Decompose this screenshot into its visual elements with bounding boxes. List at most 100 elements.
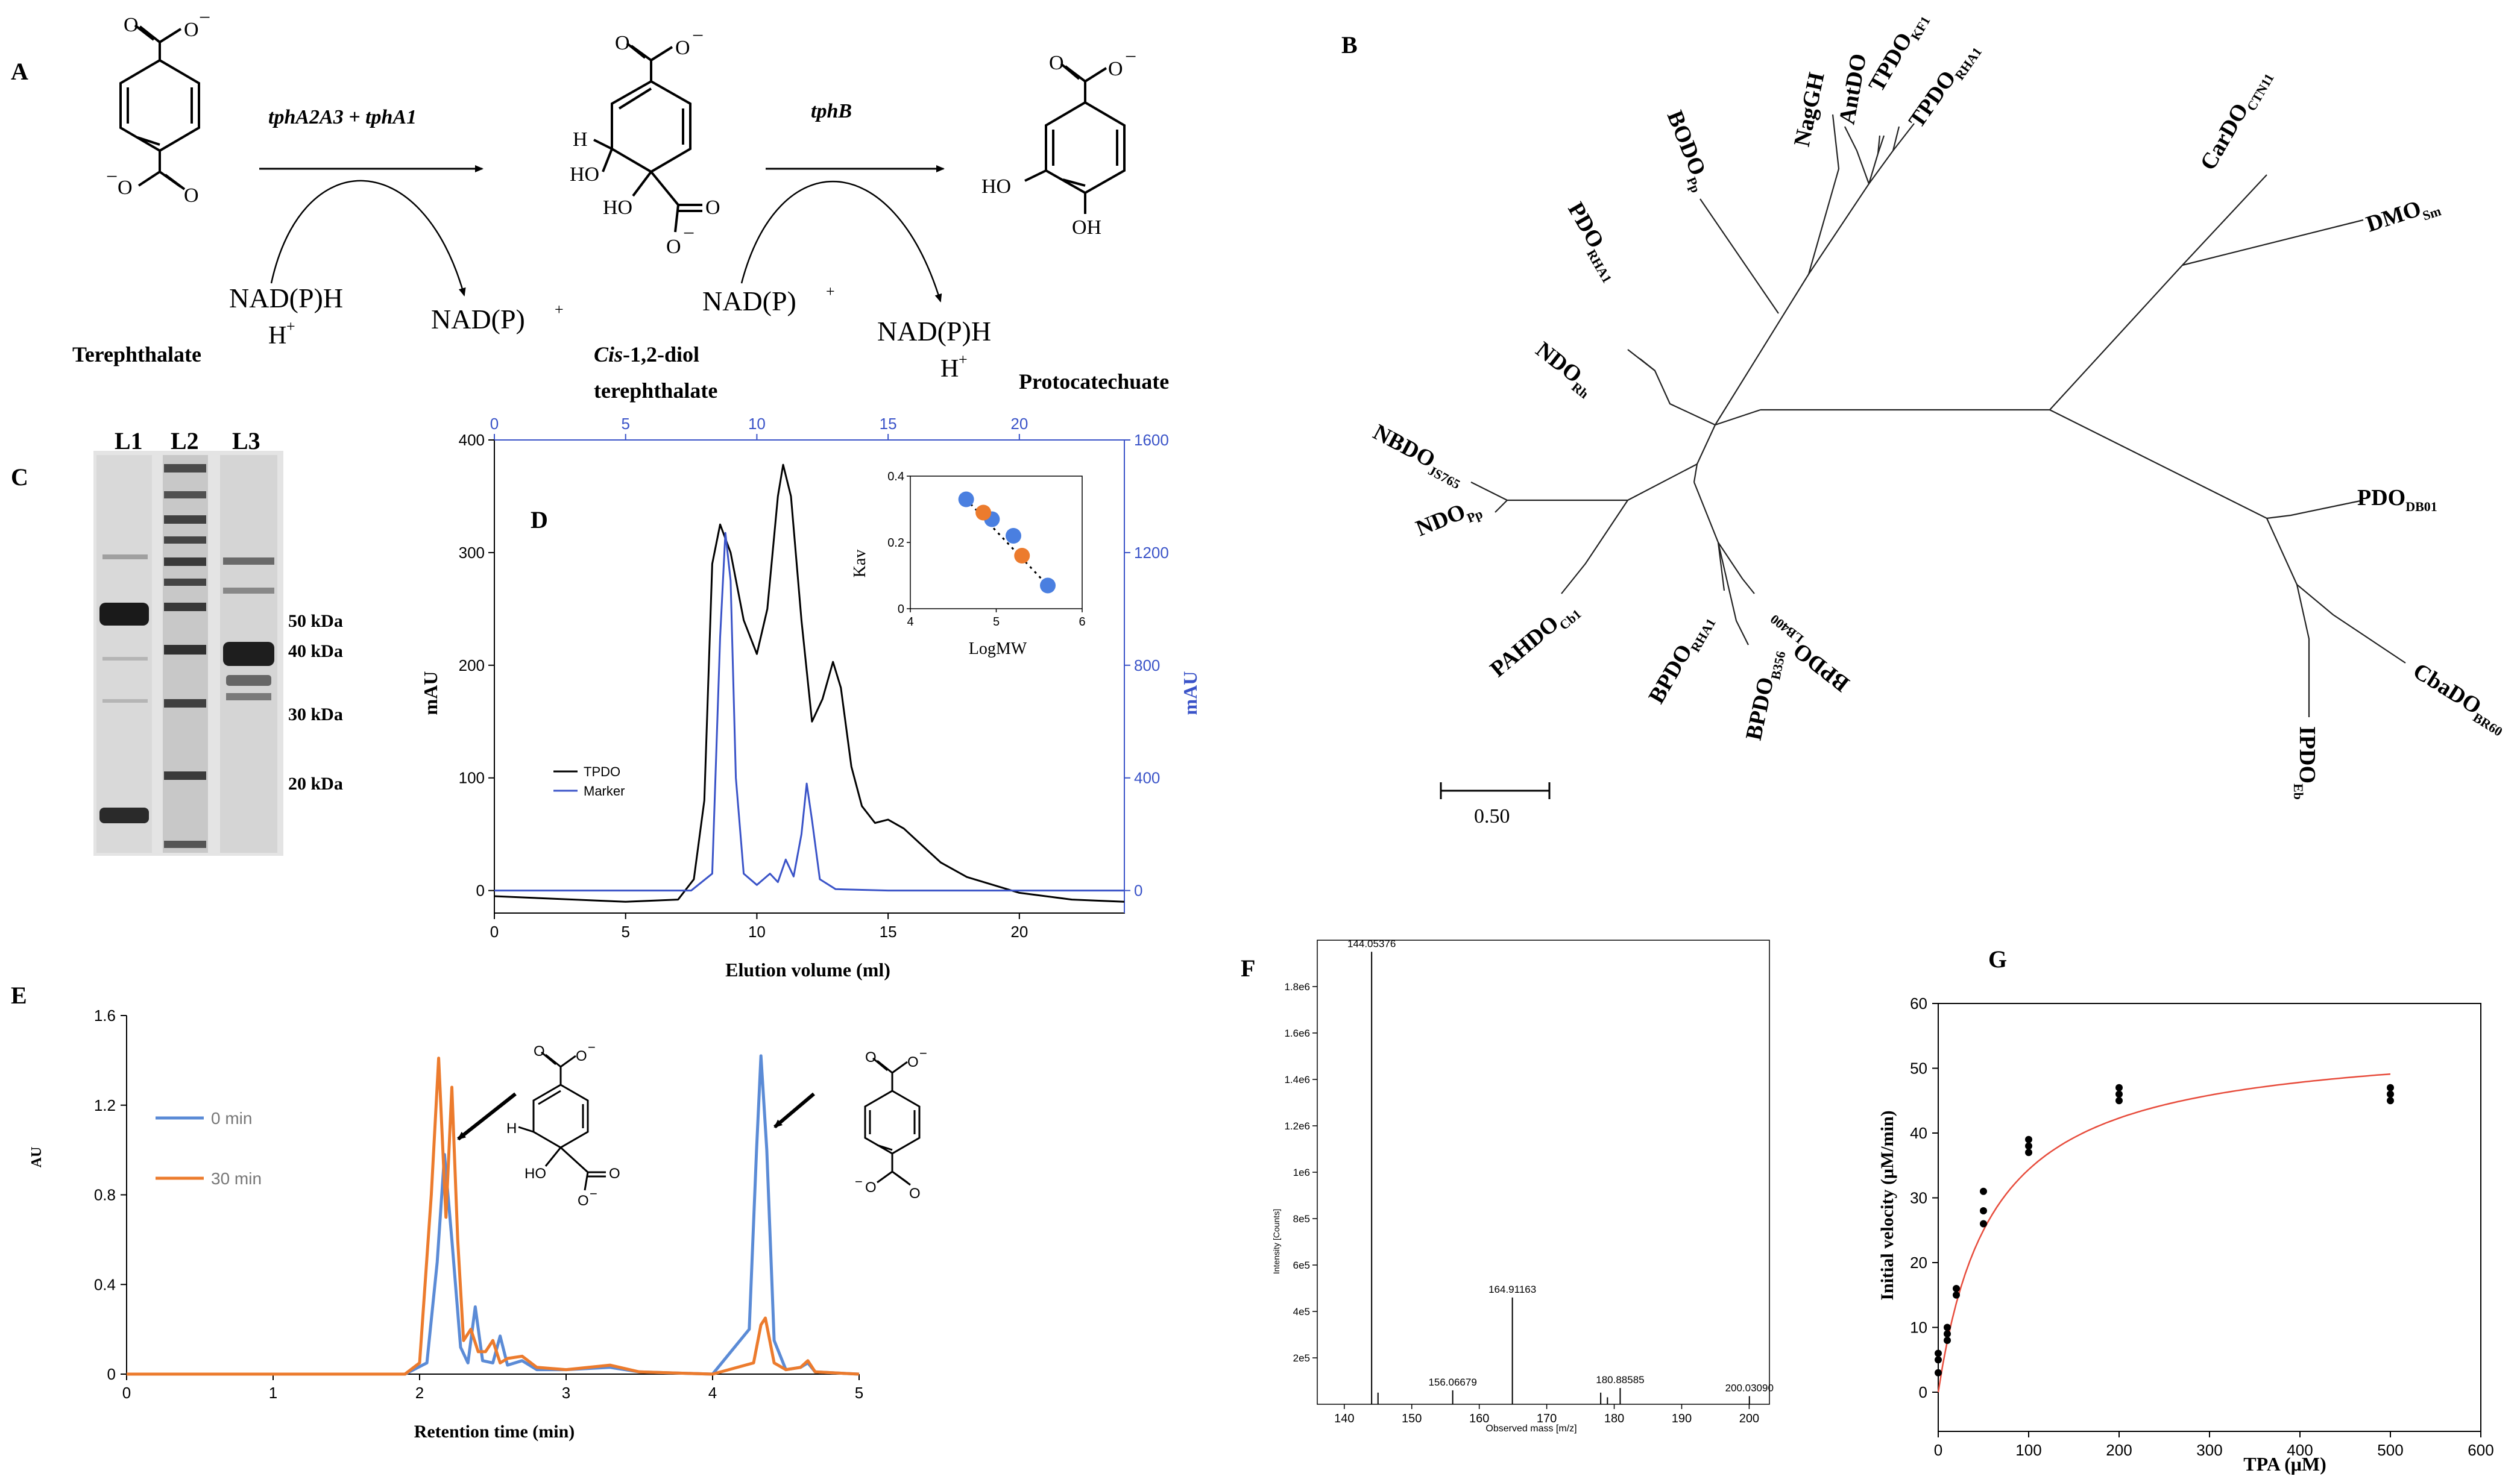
tree-leaf-label: CbaDOBR60 [2407,658,2513,739]
tree-leaf-label: TPDOKF1 [1863,7,1933,98]
y-tick-label: 1.2e6 [1284,1120,1310,1132]
annotation-arrow [773,1092,815,1129]
tree-leaf-label: TPDORHA1 [1904,37,1985,135]
atom-label: O [666,236,681,258]
x-tick-label: 140 [1334,1412,1354,1425]
mw-marker-label: 30 kDa [288,705,343,724]
x-top-tick-label: 10 [748,415,766,433]
data-point [2115,1090,2123,1098]
x-tick-label: 200 [1739,1412,1759,1425]
y-tick-label: 0.8 [94,1186,116,1204]
x-tick-label: 190 [1672,1412,1692,1425]
charge-label: + [286,318,295,335]
x-tick-label: 0 [1934,1441,1942,1459]
atom-label: O [1049,52,1064,74]
x-tick-label: 500 [2377,1441,2403,1459]
data-point [1953,1291,1960,1299]
lane-label: L3 [232,427,260,454]
x-tick-label: 170 [1537,1412,1557,1425]
y-tick-label: 40 [1910,1124,1927,1142]
tree-leaf-label: BPDORHA1 [1643,609,1718,709]
y-right-tick-label: 0 [1134,882,1142,900]
enzyme-label-2: tphB [811,100,852,122]
atom-label: O [675,37,690,59]
data-point [2387,1097,2394,1105]
y-tick-label: 0.4 [94,1275,116,1293]
legend-entry: 0 min [211,1109,252,1128]
data-point [1980,1220,1987,1228]
data-point [1980,1207,1987,1214]
atom-label: O [865,1179,877,1196]
x-tick-label: 3 [562,1384,570,1402]
chart-d-xlabel: Elution volume (ml) [725,959,890,981]
data-point [1935,1349,1942,1357]
x-tick-label: 15 [880,923,897,941]
phylogenetic-tree [1440,114,2406,799]
peak-label: 200.03090 [1725,1383,1774,1394]
peak-label: 180.88585 [1596,1374,1644,1386]
atom-label: H [506,1120,517,1137]
atom-label: O [909,1185,921,1202]
inset-y-tick-label: 0.2 [887,536,904,550]
lane-label: L1 [115,427,143,454]
y-tick-label: 10 [1910,1319,1927,1337]
atom-label: O [184,19,199,41]
atom-label: HO [570,163,599,186]
atom-label: O [534,1043,545,1060]
protocatechuate-structure [1024,63,1126,214]
inset-x-tick-label: 4 [907,615,913,629]
series-line-30-min [127,1057,860,1376]
x-tick-label: 0 [122,1384,131,1402]
compound-name-protocatechuate: Protocatechuate [1019,369,1169,394]
cofactor-label: NAD(P) [431,304,525,334]
tree-leaf-label: NagGH [1789,70,1830,149]
chart-f-ylabel: Intensity [Counts] [1271,1209,1281,1274]
atom-label: O [907,1054,919,1070]
tree-leaf-label: NDOPp [1413,493,1485,545]
data-point [2115,1097,2123,1105]
y-tick-label: 6e5 [1293,1260,1310,1271]
y-right-tick-label: 800 [1134,656,1160,674]
inset-x-tick-label: 6 [1079,615,1085,629]
x-tick-label: 180 [1604,1412,1624,1425]
atom-label: O [124,14,139,36]
y-tick-label: 1.6e6 [1284,1028,1310,1039]
x-tick-label: 400 [2287,1441,2313,1459]
peak-label: 144.05376 [1347,938,1396,949]
panel-letter-a: A [11,58,28,85]
chart-g-ylabel: Initial velocity (μM/min) [1877,1110,1897,1300]
inset-point-blue [1040,577,1056,594]
panel-letter-f: F [1241,955,1255,982]
atom-label: HO [524,1166,546,1182]
cofactor-label: NAD(P)H [229,283,343,313]
lane-label: L2 [171,427,199,454]
data-point [2025,1142,2032,1150]
y-tick-label: 1e6 [1293,1167,1310,1178]
inset-y-tick-label: 0.4 [887,470,904,483]
atom-label: O [118,177,133,199]
data-point [2387,1084,2394,1091]
tree-leaf-labels: NagGH AntDO TPDOKF1 TPDORHA1 BODOPp PDOR… [1369,7,2513,800]
atom-label: OH [1072,216,1101,239]
x-tick-label: 150 [1402,1412,1422,1425]
data-point [1944,1323,1951,1331]
sds-page-gel [93,451,283,856]
atom-label: O [865,1049,877,1066]
legend-entry: Marker [584,783,625,799]
x-tick-label: 600 [2468,1441,2493,1459]
terephthalate-structure-small [864,1057,921,1186]
y-tick-label: 8e5 [1293,1213,1310,1225]
x-tick-label: 300 [2196,1441,2222,1459]
compound-name-terephthalate: Terephthalate [72,342,201,366]
cofactor-label: NAD(P)H [877,316,991,347]
series-line-tpdo [494,463,1125,903]
data-point [1935,1369,1942,1377]
chart-d-ylabel-left: mAU [420,671,441,715]
chart-d-ylabel-right: mAU [1179,671,1201,715]
compound-name-cis-diol: Cis-1,2-diol [594,342,699,366]
charge-label: − [692,25,704,47]
x-tick-label: 4 [708,1384,717,1402]
